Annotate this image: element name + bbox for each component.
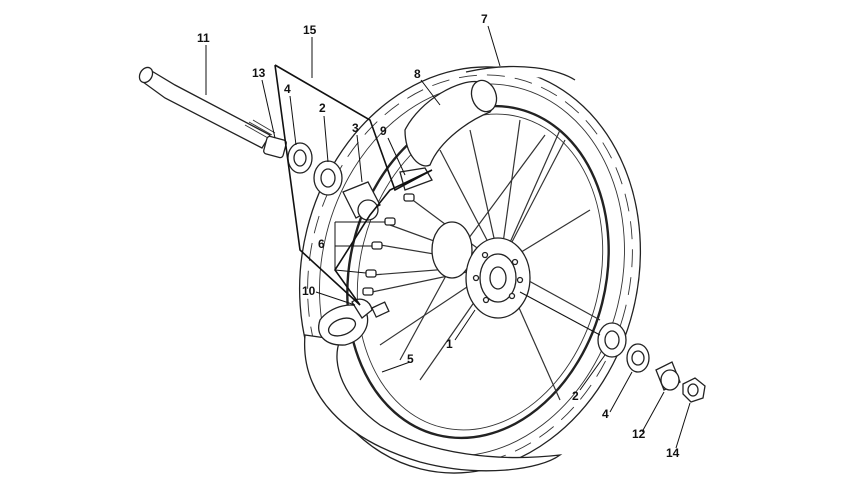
- callout-5: 5: [407, 352, 414, 366]
- assembly-outline-15: [274, 64, 433, 306]
- hub: [431, 221, 531, 319]
- callout-3: 3: [352, 121, 359, 135]
- nut-14: [682, 377, 706, 403]
- inner-tube: [304, 334, 563, 472]
- callout-2-left: 2: [319, 101, 326, 115]
- callout-labels: 11 15 7 13 4 2 8 3 9 6 10 1 5 2 4 12 14: [197, 12, 680, 460]
- part-10-valve: [318, 298, 390, 346]
- seal-4-right: [626, 343, 650, 373]
- callout-13: 13: [252, 66, 266, 80]
- callout-6: 6: [318, 237, 325, 251]
- rim-tape: [404, 65, 576, 167]
- callout-12: 12: [632, 427, 646, 441]
- callout-2-right: 2: [572, 389, 579, 403]
- leader-lines: [205, 25, 691, 449]
- bearing-2-left: [313, 160, 343, 196]
- callout-1: 1: [446, 337, 453, 351]
- axle: [138, 66, 276, 149]
- callout-11: 11: [197, 31, 210, 45]
- callout-15: 15: [303, 23, 317, 37]
- callout-10: 10: [302, 284, 316, 298]
- callout-7: 7: [481, 12, 488, 26]
- callout-4-right: 4: [602, 407, 609, 421]
- callout-8: 8: [414, 67, 421, 81]
- seal-4-left: [287, 142, 313, 174]
- spacer-13: [263, 135, 287, 159]
- spacer-12: [655, 361, 681, 391]
- callout-14: 14: [666, 446, 680, 460]
- spacer-3: [342, 181, 381, 221]
- bearing-2-right: [597, 322, 627, 358]
- callout-4-left: 4: [284, 82, 291, 96]
- callout-9: 9: [380, 124, 387, 138]
